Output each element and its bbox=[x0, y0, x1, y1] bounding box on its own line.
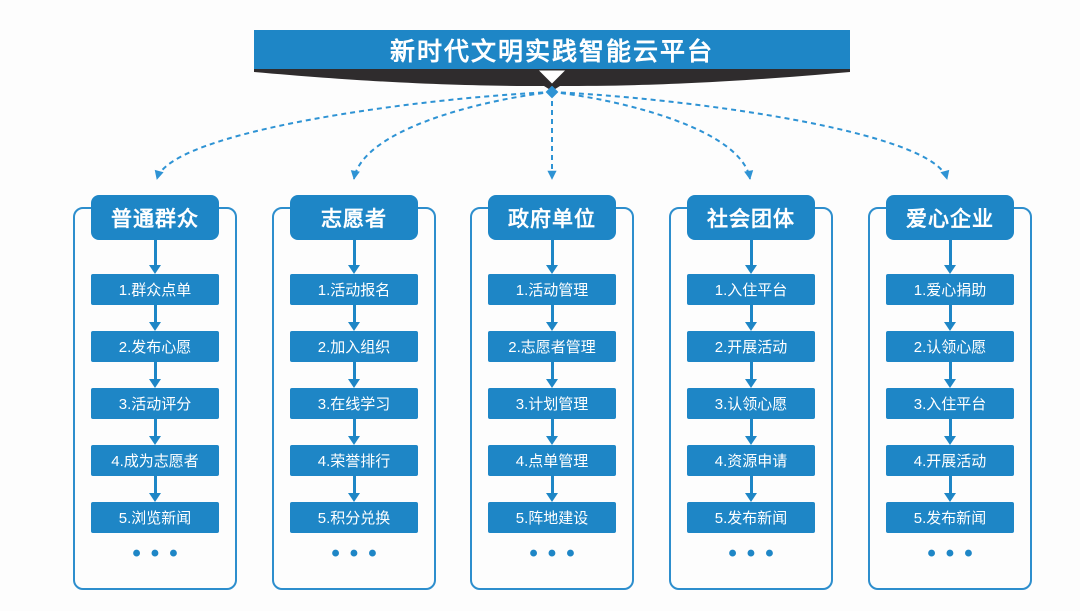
down-arrow-icon bbox=[546, 476, 558, 502]
flow-step: 3.认领心愿 bbox=[687, 388, 815, 419]
connector-to-social-groups bbox=[551, 91, 754, 180]
column-volunteers: 志愿者 1.活动报名 2.加入组织 3.在线学习 4.荣誉排行 5.积分兑换 •… bbox=[272, 195, 436, 590]
flow-step: 4.荣誉排行 bbox=[290, 445, 418, 476]
flow-step: 4.点单管理 bbox=[488, 445, 616, 476]
flow-step: 5.积分兑换 bbox=[290, 502, 418, 533]
ellipsis-more: ••• bbox=[728, 540, 784, 567]
down-arrow-icon bbox=[745, 305, 757, 331]
down-arrow-icon bbox=[745, 362, 757, 388]
flow-step: 1.入住平台 bbox=[687, 274, 815, 305]
down-arrow-icon bbox=[745, 238, 757, 274]
down-arrow-icon bbox=[546, 305, 558, 331]
down-arrow-icon bbox=[149, 419, 161, 445]
flow-step: 4.开展活动 bbox=[886, 445, 1014, 476]
ellipsis-more: ••• bbox=[927, 540, 983, 567]
down-arrow-icon bbox=[348, 238, 360, 274]
flow-step: 1.活动报名 bbox=[290, 274, 418, 305]
down-arrow-icon bbox=[546, 362, 558, 388]
down-arrow-icon bbox=[745, 476, 757, 502]
flow-step: 2.认领心愿 bbox=[886, 331, 1014, 362]
flow-step: 1.群众点单 bbox=[91, 274, 219, 305]
ellipsis-more: ••• bbox=[132, 540, 188, 567]
column-social-groups: 社会团体 1.入住平台 2.开展活动 3.认领心愿 4.资源申请 5.发布新闻 … bbox=[669, 195, 833, 590]
connector-to-volunteers bbox=[350, 91, 553, 180]
flow-step: 5.浏览新闻 bbox=[91, 502, 219, 533]
column-header: 政府单位 bbox=[488, 195, 616, 240]
down-arrow-icon bbox=[944, 238, 956, 274]
flow-step: 4.成为志愿者 bbox=[91, 445, 219, 476]
flow-step: 1.爱心捐助 bbox=[886, 274, 1014, 305]
down-arrow-icon bbox=[944, 476, 956, 502]
column-general-public: 普通群众 1.群众点单 2.发布心愿 3.活动评分 4.成为志愿者 5.浏览新闻… bbox=[73, 195, 237, 590]
flow-step: 4.资源申请 bbox=[687, 445, 815, 476]
flow-step: 5.阵地建设 bbox=[488, 502, 616, 533]
flow-step: 1.活动管理 bbox=[488, 274, 616, 305]
flow-step: 3.计划管理 bbox=[488, 388, 616, 419]
platform-title-bar: 新时代文明实践智能云平台 bbox=[254, 30, 850, 69]
connector-to-caring-enterprises bbox=[551, 91, 950, 180]
flow-step: 3.在线学习 bbox=[290, 388, 418, 419]
down-arrow-icon bbox=[944, 305, 956, 331]
column-government-units: 政府单位 1.活动管理 2.志愿者管理 3.计划管理 4.点单管理 5.阵地建设… bbox=[470, 195, 634, 590]
flow-step: 2.加入组织 bbox=[290, 331, 418, 362]
column-header: 爱心企业 bbox=[886, 195, 1014, 240]
down-arrow-icon bbox=[149, 362, 161, 388]
down-arrow-icon bbox=[546, 419, 558, 445]
flow-step: 2.发布心愿 bbox=[91, 331, 219, 362]
flow-step: 3.入住平台 bbox=[886, 388, 1014, 419]
down-arrow-icon bbox=[348, 362, 360, 388]
flow-step: 5.发布新闻 bbox=[886, 502, 1014, 533]
column-header: 社会团体 bbox=[687, 195, 815, 240]
down-arrow-icon bbox=[348, 305, 360, 331]
down-arrow-icon bbox=[149, 305, 161, 331]
down-triangle-icon bbox=[539, 70, 565, 84]
flow-step: 2.开展活动 bbox=[687, 331, 815, 362]
flow-step: 3.活动评分 bbox=[91, 388, 219, 419]
funnel-shape bbox=[254, 69, 850, 91]
connector-to-general-public bbox=[154, 91, 553, 180]
column-caring-enterprises: 爱心企业 1.爱心捐助 2.认领心愿 3.入住平台 4.开展活动 5.发布新闻 … bbox=[868, 195, 1032, 590]
down-arrow-icon bbox=[546, 238, 558, 274]
down-arrow-icon bbox=[944, 362, 956, 388]
flow-step: 5.发布新闻 bbox=[687, 502, 815, 533]
column-header: 普通群众 bbox=[91, 195, 219, 240]
down-arrow-icon bbox=[149, 238, 161, 274]
connector-lines bbox=[154, 86, 950, 180]
down-arrow-icon bbox=[745, 419, 757, 445]
ellipsis-more: ••• bbox=[331, 540, 387, 567]
down-arrow-icon bbox=[348, 476, 360, 502]
down-arrow-icon bbox=[149, 476, 161, 502]
down-arrow-icon bbox=[944, 419, 956, 445]
down-arrow-icon bbox=[348, 419, 360, 445]
ellipsis-more: ••• bbox=[529, 540, 585, 567]
flow-step: 2.志愿者管理 bbox=[488, 331, 616, 362]
column-header: 志愿者 bbox=[290, 195, 418, 240]
